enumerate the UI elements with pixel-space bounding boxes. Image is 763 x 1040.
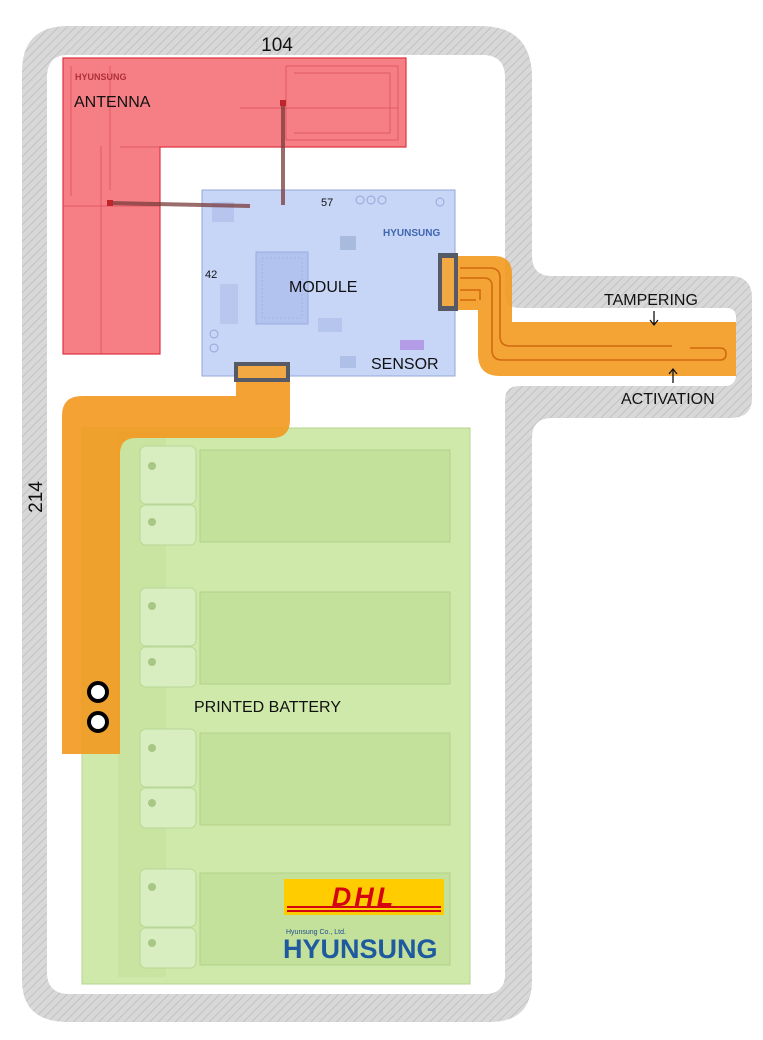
module-board: 57 42 HYUNSUNG MODULE SENSOR <box>201 189 456 377</box>
svg-text:DHL: DHL <box>332 882 397 912</box>
dhl-logo: DHL <box>284 879 444 915</box>
height-dimension: 214 <box>26 481 47 513</box>
pin-label-57: 57 <box>321 197 333 209</box>
tampering-arrow-icon <box>649 311 659 327</box>
battery-label: PRINTED BATTERY <box>194 699 341 716</box>
antenna-label: ANTENNA <box>74 94 151 111</box>
module-brand: HYUNSUNG <box>383 228 440 239</box>
svg-text:HYUNSUNG: HYUNSUNG <box>283 934 438 964</box>
activation-arrow-icon <box>668 367 678 383</box>
tampering-label: TAMPERING <box>604 292 698 309</box>
antenna-feed-lines <box>107 100 286 208</box>
sensor-label: SENSOR <box>371 356 439 373</box>
sensor-flex-cable <box>438 253 736 376</box>
pin-label-42: 42 <box>205 269 217 281</box>
module-label: MODULE <box>289 279 357 296</box>
battery-flex-cable <box>62 362 290 754</box>
antenna: HYUNSUNG ANTENNA <box>62 57 407 355</box>
activation-label: ACTIVATION <box>621 391 715 408</box>
width-dimension: 104 <box>261 35 293 56</box>
hyunsung-logo: Hyunsung Co., Ltd. HYUNSUNG <box>283 929 438 964</box>
antenna-brand: HYUNSUNG <box>75 72 127 82</box>
svg-text:Hyunsung Co., Ltd.: Hyunsung Co., Ltd. <box>286 929 346 936</box>
